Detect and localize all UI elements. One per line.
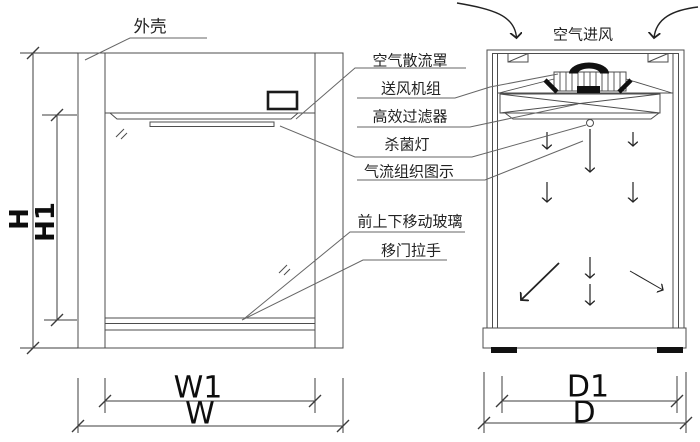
front-control-box [266, 90, 299, 111]
front-view [77, 52, 344, 349]
air-inlet-vent-right [647, 53, 669, 63]
side-foot-right [657, 347, 683, 353]
front-outer-shell [77, 52, 344, 349]
leader-diffuser [295, 67, 466, 120]
air-inlet-vent-left [507, 53, 529, 63]
side-view [456, 2, 699, 353]
front-uv-lamp-tube [149, 121, 275, 127]
dim-label-h1: H1 [31, 202, 61, 242]
label-moving-glass: 前上下移动玻璃 [357, 213, 463, 231]
dim-label-d: D [572, 395, 596, 431]
label-fan-unit: 送风机组 [380, 80, 442, 98]
leader-uv-lamp [279, 124, 587, 158]
side-diffuser-tray [504, 112, 660, 120]
dim-label-w1: W1 [173, 370, 223, 406]
side-uv-lamp [586, 119, 594, 127]
fan-blower-symbol [498, 62, 673, 94]
label-door-handle: 移门拉手 [380, 242, 442, 260]
dimension-lines [20, 46, 693, 433]
leader-handle [241, 259, 447, 321]
front-diffuser-tray [109, 112, 299, 120]
dim-label-d1: D1 [566, 369, 610, 405]
label-air-inlet: 空气进风 [552, 26, 614, 44]
leader-fan [357, 73, 559, 99]
label-shell: 外壳 [133, 18, 167, 36]
label-uv-lamp: 杀菌灯 [384, 136, 430, 154]
label-air-diffuser: 空气散流罩 [372, 52, 448, 70]
leader-lines [84, 37, 587, 321]
airflow-arrows [521, 129, 663, 305]
label-hepa-filter: 高效过滤器 [372, 108, 448, 126]
leader-airflow [357, 140, 584, 181]
side-base [482, 327, 687, 349]
air-inlet-arrows [456, 2, 699, 38]
glass-hatch-marks [115, 128, 291, 276]
dim-label-w: W [185, 396, 215, 432]
leader-filter [357, 103, 579, 128]
leader-shell [84, 37, 207, 61]
side-foot-left [491, 347, 517, 353]
leader-glass [244, 231, 465, 319]
hepa-filter-symbol [499, 93, 661, 114]
label-airflow-pattern: 气流组织图示 [363, 163, 455, 181]
